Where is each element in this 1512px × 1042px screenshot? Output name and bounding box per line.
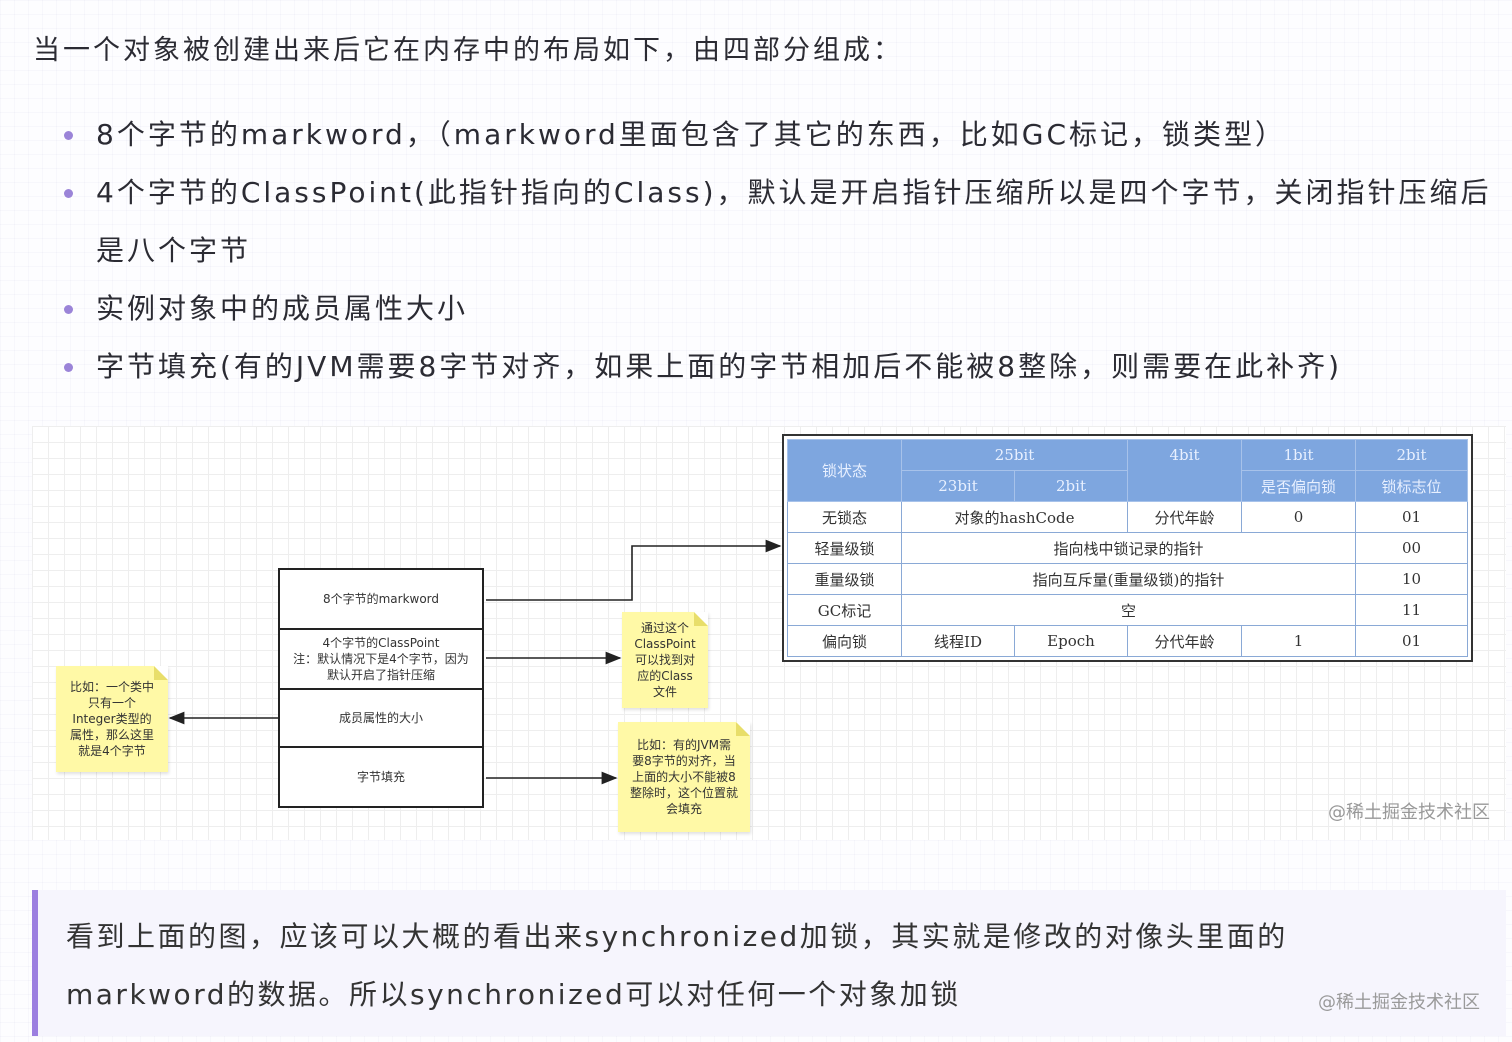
cell-flag: 00 [1355, 532, 1468, 564]
cell-state: 偏向锁 [787, 625, 902, 657]
cell-age: 分代年龄 [1127, 625, 1242, 657]
markword-table: 锁状态 25bit 4bit 1bit 2bit 23bit 2bit 是否偏向… [782, 434, 1473, 662]
header-25bit: 25bit [901, 439, 1128, 471]
cell-flag: 11 [1355, 594, 1468, 626]
table-row: 重量级锁 指向互斥量(重量级锁)的指针 10 [787, 563, 1468, 595]
cell-hashcode: 对象的hashCode [901, 501, 1128, 533]
cell-content: 空 [901, 594, 1356, 626]
list-item: 字节填充(有的JVM需要8字节对齐，如果上面的字节相加后不能被8整除，则需要在此… [60, 338, 1500, 396]
cell-flag: 10 [1355, 563, 1468, 595]
header-lock-flag: 锁标志位 [1355, 470, 1468, 502]
layout-bullet-list: 8个字节的markword，（markword里面包含了其它的东西，比如GC标记… [60, 106, 1500, 396]
cell-epoch: Epoch [1014, 625, 1128, 657]
list-item: 8个字节的markword，（markword里面包含了其它的东西，比如GC标记… [60, 106, 1500, 164]
cell-state: 重量级锁 [787, 563, 902, 595]
classpoint-box: 4个字节的ClassPoint 注：默认情况下是4个字节，因为 默认开启了指针压… [278, 630, 484, 690]
markword-arrow [486, 539, 782, 601]
table-row: 轻量级锁 指向栈中锁记录的指针 00 [787, 532, 1468, 564]
markword-box: 8个字节的markword [278, 568, 484, 630]
summary-quote: 看到上面的图，应该可以大概的看出来synchronized加锁，其实就是修改的对… [32, 890, 1506, 1036]
table-row: 偏向锁 线程ID Epoch 分代年龄 1 01 [787, 625, 1468, 657]
table-row: GC标记 空 11 [787, 594, 1468, 626]
cell-state: 无锁态 [787, 501, 902, 533]
header-biased-flag: 是否偏向锁 [1241, 470, 1356, 502]
cell-state: 轻量级锁 [787, 532, 902, 564]
cell-content: 指向栈中锁记录的指针 [901, 532, 1356, 564]
table-row: 无锁态 对象的hashCode 分代年龄 0 01 [787, 501, 1468, 533]
quote-watermark: @稀土掘金技术社区 [1318, 992, 1480, 1013]
diagram-connectors [168, 539, 782, 785]
intro-text: 当一个对象被创建出来后它在内存中的布局如下，由四部分组成： [33, 35, 903, 66]
cell-biased: 0 [1241, 501, 1356, 533]
figure-watermark: @稀土掘金技术社区 [1328, 802, 1490, 823]
object-layout-diagram: 8个字节的markword 4个字节的ClassPoint 注：默认情况下是4个… [32, 426, 1506, 840]
cell-flag: 01 [1355, 501, 1468, 533]
member-size-box: 成员属性的大小 [278, 690, 484, 748]
quote-line: markword的数据。所以synchronized可以对任何一个对象加锁 [66, 978, 961, 1011]
header-lock-state: 锁状态 [787, 439, 902, 502]
cell-biased: 1 [1241, 625, 1356, 657]
cell-thread-id: 线程ID [901, 625, 1015, 657]
classpoint-note: 通过这个 ClassPoint 可以找到对 应的Class 文件 [622, 612, 708, 708]
header-2bit-sub: 2bit [1014, 470, 1128, 502]
list-item: 实例对象中的成员属性大小 [60, 280, 1500, 338]
header-4bit: 4bit [1127, 439, 1242, 502]
member-note: 比如：一个类中 只有一个 Integer类型的 属性，那么这里 就是4个字节 [56, 666, 168, 772]
header-2bit: 2bit [1355, 439, 1468, 471]
cell-state: GC标记 [787, 594, 902, 626]
header-1bit: 1bit [1241, 439, 1356, 471]
header-23bit: 23bit [901, 470, 1015, 502]
cell-flag: 01 [1355, 625, 1468, 657]
padding-box: 字节填充 [278, 748, 484, 808]
quote-line: 看到上面的图，应该可以大概的看出来synchronized加锁，其实就是修改的对… [66, 920, 1288, 953]
padding-note: 比如：有的JVM需 要8字节的对齐，当 上面的大小不能被8 整除时，这个位置就 … [618, 722, 750, 832]
cell-content: 指向互斥量(重量级锁)的指针 [901, 563, 1356, 595]
list-item: 4个字节的ClassPoint(此指针指向的Class)，默认是开启指针压缩所以… [60, 164, 1500, 280]
cell-age: 分代年龄 [1127, 501, 1242, 533]
